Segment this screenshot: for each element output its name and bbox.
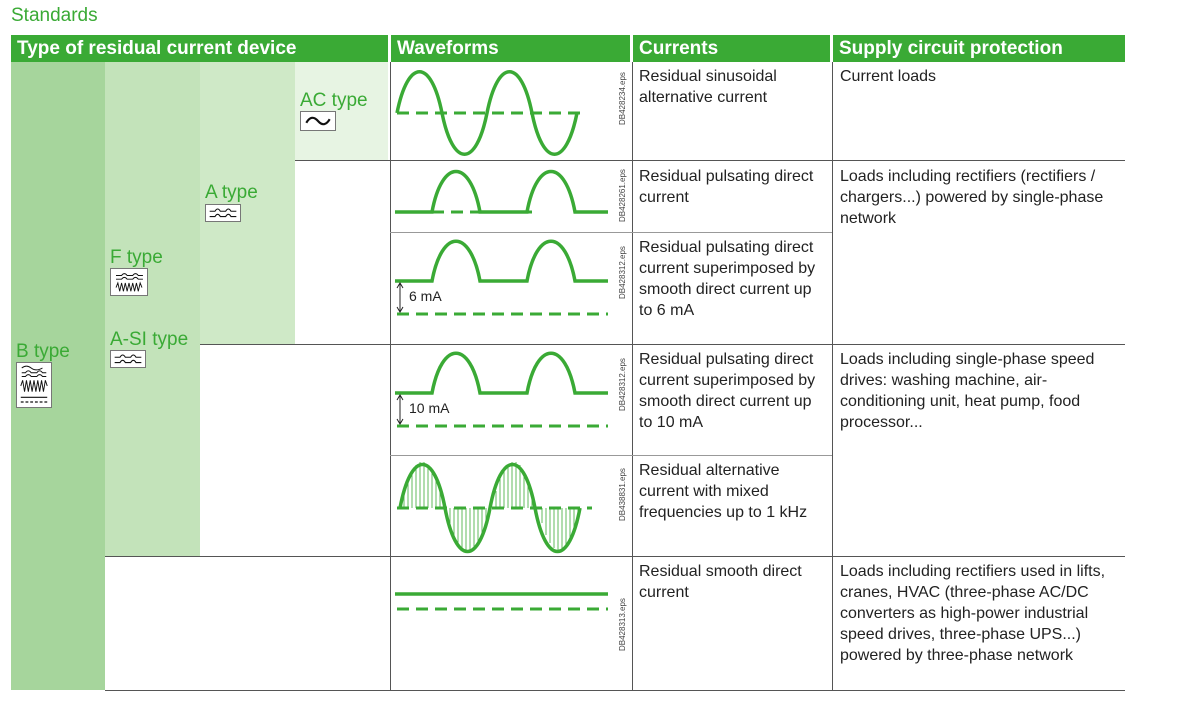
current-text-5: Residual alternative current with mixed …: [639, 462, 808, 521]
waveform-sinusoidal: [392, 62, 612, 160]
row-line-3: [200, 344, 1125, 345]
type-label-f: F type: [110, 247, 163, 268]
eps-ref-5: DB438831.eps: [618, 468, 627, 521]
current-text-2: Residual pulsating direct current: [639, 168, 814, 206]
waveform-mixed-frequency: [392, 455, 612, 556]
marker-10ma: 10 mA: [409, 400, 450, 416]
header-currents: Currents: [633, 35, 830, 62]
row-line-5: [105, 556, 1125, 557]
col-divider-protection: [832, 62, 833, 690]
sine-symbol-icon: [300, 111, 336, 131]
eps-ref-4: DB428312.eps: [618, 358, 627, 411]
protection-text-3: Loads including single-phase speed drive…: [840, 351, 1095, 431]
waveform-pulsating-6ma: [392, 232, 612, 344]
col-divider-currents: [632, 62, 633, 690]
type-label-asi: A-SI type: [110, 329, 189, 350]
marker-6ma: 6 mA: [409, 288, 442, 304]
protection-text-2: Loads including rectifiers (rectifiers /…: [840, 168, 1104, 227]
page-title: Standards: [11, 5, 98, 26]
row-line-bottom: [105, 690, 1125, 691]
protection-text-1: Current loads: [840, 68, 937, 85]
eps-ref-1: DB428234.eps: [618, 72, 627, 125]
waveform-pulsating-10ma: [392, 344, 612, 455]
type-label-ac: AC type: [300, 90, 368, 111]
eps-ref-2: DB428261.eps: [618, 169, 627, 222]
current-text-6: Residual smooth direct current: [639, 563, 802, 601]
band-a-type: [200, 62, 295, 344]
pulsating-symbol-icon-asi: [110, 350, 146, 368]
header-waveforms: Waveforms: [391, 35, 630, 62]
eps-ref-3: DB428312.eps: [618, 246, 627, 299]
mixed-frequency-symbol-icon: [110, 268, 148, 296]
smooth-dc-symbol-icon: [16, 362, 52, 408]
header-protection: Supply circuit protection: [833, 35, 1125, 62]
row-line-1: [295, 160, 1125, 161]
band-f-type: [105, 62, 200, 556]
type-label-b: B type: [16, 341, 70, 362]
waveform-pulsating: [392, 160, 612, 232]
current-text-1: Residual sinusoidal alternative current: [639, 68, 777, 106]
col-divider-waveforms: [390, 62, 391, 690]
row-line-4: [390, 455, 832, 456]
header-device: Type of residual current device: [11, 35, 388, 62]
current-text-3: Residual pulsating direct current superi…: [639, 239, 816, 319]
type-label-a: A type: [205, 182, 258, 203]
current-text-4: Residual pulsating direct current superi…: [639, 351, 816, 431]
protection-text-4: Loads including rectifiers used in lifts…: [840, 563, 1106, 664]
pulsating-symbol-icon: [205, 204, 241, 222]
eps-ref-6: DB428313.eps: [618, 598, 627, 651]
row-line-2: [390, 232, 832, 233]
waveform-smooth-dc: [392, 556, 612, 690]
